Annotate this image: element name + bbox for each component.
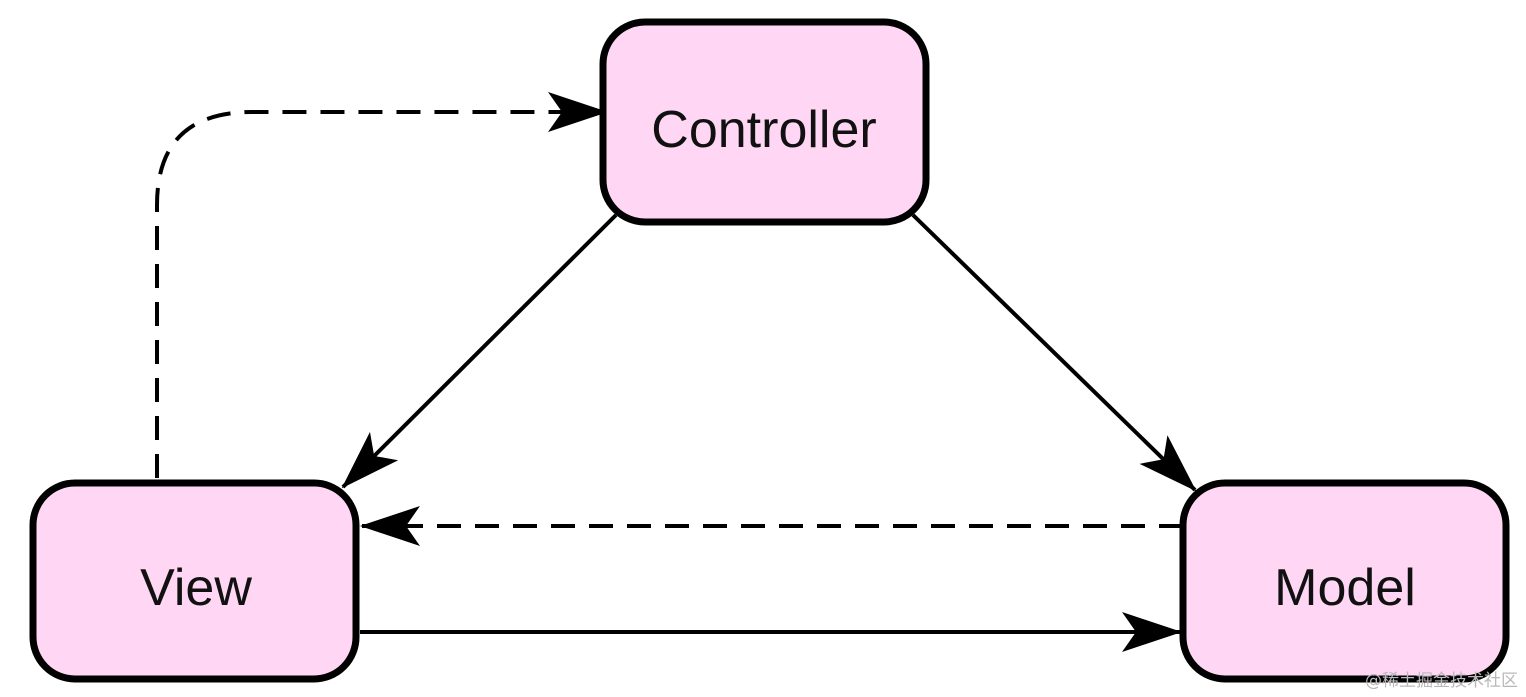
- node-controller: Controller: [599, 18, 930, 226]
- model-label: Model: [1274, 559, 1416, 617]
- edge-view-to-controller-dashed: [155, 92, 608, 478]
- controller-label: Controller: [651, 101, 876, 159]
- node-model: Model: [1179, 479, 1510, 683]
- edge-controller-to-model: [911, 213, 1197, 492]
- view-box: [29, 479, 360, 683]
- controller-box: [599, 18, 930, 226]
- model-box: [1179, 479, 1510, 683]
- view-label: View: [140, 559, 252, 617]
- watermark: @稀土掘金技术社区: [1365, 671, 1518, 691]
- edge-controller-to-view: [341, 213, 618, 489]
- edges: [155, 92, 1197, 652]
- node-view: View: [29, 479, 360, 683]
